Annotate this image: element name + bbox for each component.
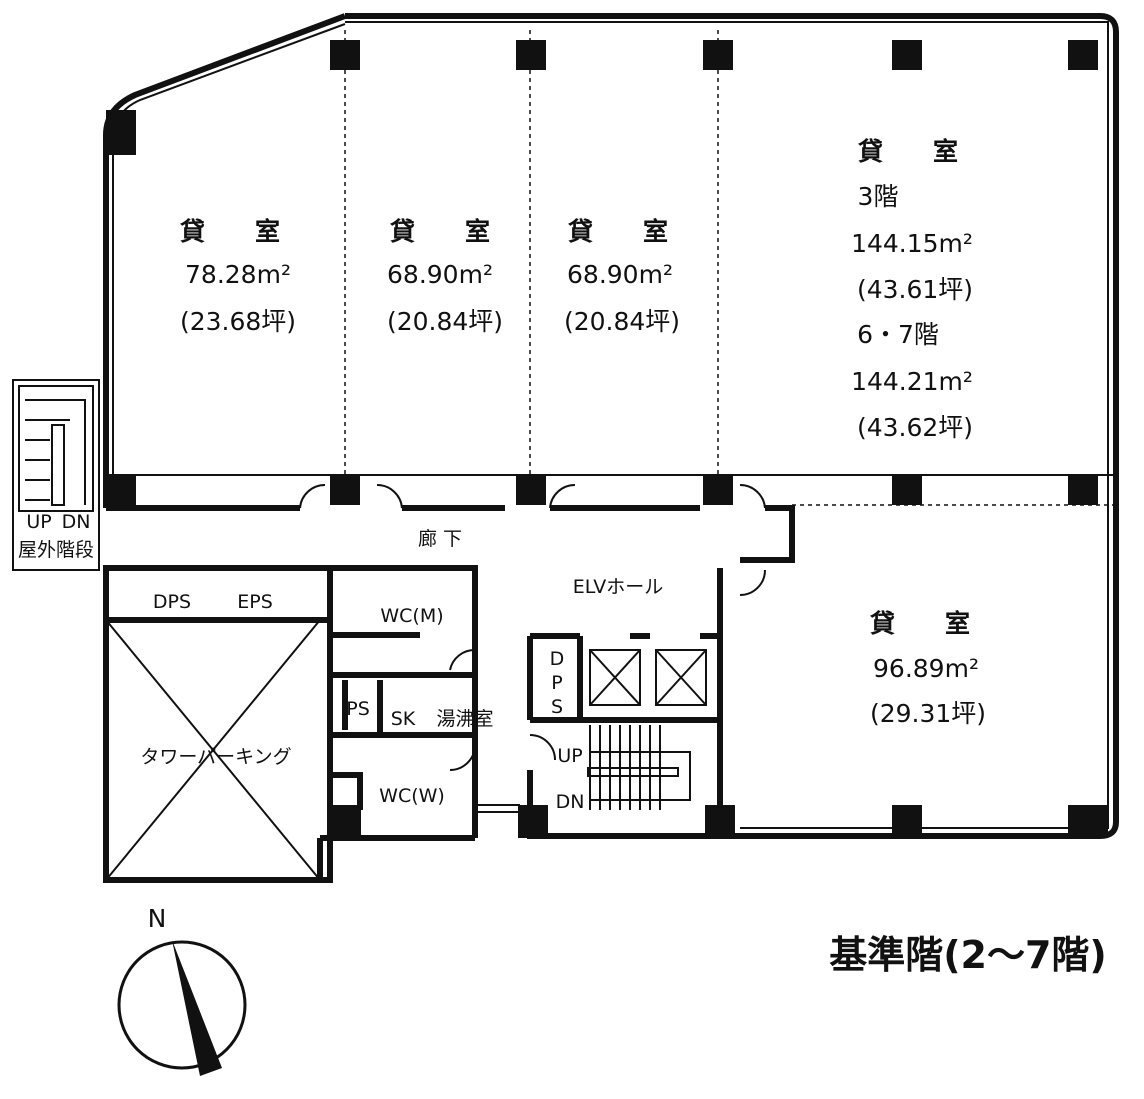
room-area-b: 144.21m² <box>851 367 973 396</box>
columns <box>106 40 1108 838</box>
room-label: 貸 室 <box>390 217 490 246</box>
kitchenette-label: 湯沸室 <box>436 708 493 730</box>
north-compass: N <box>117 904 247 1076</box>
stairs-dn-label: DN <box>556 791 585 813</box>
room-tsubo: (23.68坪) <box>180 307 296 336</box>
room-area: 78.28m² <box>185 260 291 289</box>
north-label: N <box>148 904 167 933</box>
room-area: 68.90m² <box>567 260 673 289</box>
room-tsubo: (20.84坪) <box>387 307 503 336</box>
tower-parking-label: タワーパーキング <box>140 746 291 768</box>
elv-hall-label: ELVホール <box>573 576 664 598</box>
room-floor-b: 6・7階 <box>857 320 939 349</box>
room-label: 貸 室 <box>870 609 970 638</box>
floor-title: 基準階(2〜7階) <box>829 933 1107 977</box>
room-label: 貸 室 <box>568 217 668 246</box>
stairs-up-label: UP <box>557 745 582 767</box>
corridor-label: 廊 下 <box>418 528 462 550</box>
dps-vertical-d: D <box>550 648 565 670</box>
dps-label: DPS <box>153 591 191 613</box>
sk-label: SK <box>391 708 416 730</box>
ext-up-label: UP <box>26 511 51 533</box>
north-arrow-icon <box>172 940 222 1076</box>
room-1: 貸 室 78.28m² (23.68坪) <box>180 217 296 336</box>
room-5: 貸 室 96.89m² (29.31坪) <box>870 609 986 728</box>
room-4: 貸 室 3階 144.15m² (43.61坪) 6・7階 144.21m² (… <box>851 137 973 442</box>
wc-men-label: WC(M) <box>380 605 443 627</box>
room-floor-a: 3階 <box>858 182 899 211</box>
external-stairs <box>12 379 100 571</box>
room-2: 貸 室 68.90m² (20.84坪) <box>387 217 503 336</box>
dps-vertical-p: P <box>551 672 562 694</box>
room-area: 68.90m² <box>387 260 493 289</box>
stairs <box>587 725 691 810</box>
room-tsubo-b: (43.62坪) <box>857 413 973 442</box>
eps-label: EPS <box>237 591 273 613</box>
ext-dn-label: DN <box>62 511 91 533</box>
ext-stairs-label: 屋外階段 <box>18 539 94 561</box>
room-label: 貸 室 <box>180 217 280 246</box>
compass-circle <box>117 940 247 1070</box>
room-label: 貸 室 <box>858 137 958 166</box>
wc-women-label: WC(W) <box>379 785 445 807</box>
dps-vertical-s: S <box>551 696 563 718</box>
ps-label: PS <box>346 698 370 720</box>
room-tsubo: (20.84坪) <box>564 307 680 336</box>
room-tsubo: (29.31坪) <box>870 699 986 728</box>
room-tsubo-a: (43.61坪) <box>857 275 973 304</box>
room-3: 貸 室 68.90m² (20.84坪) <box>564 217 680 336</box>
room-area: 96.89m² <box>873 654 979 683</box>
room-area-a: 144.15m² <box>851 229 973 258</box>
